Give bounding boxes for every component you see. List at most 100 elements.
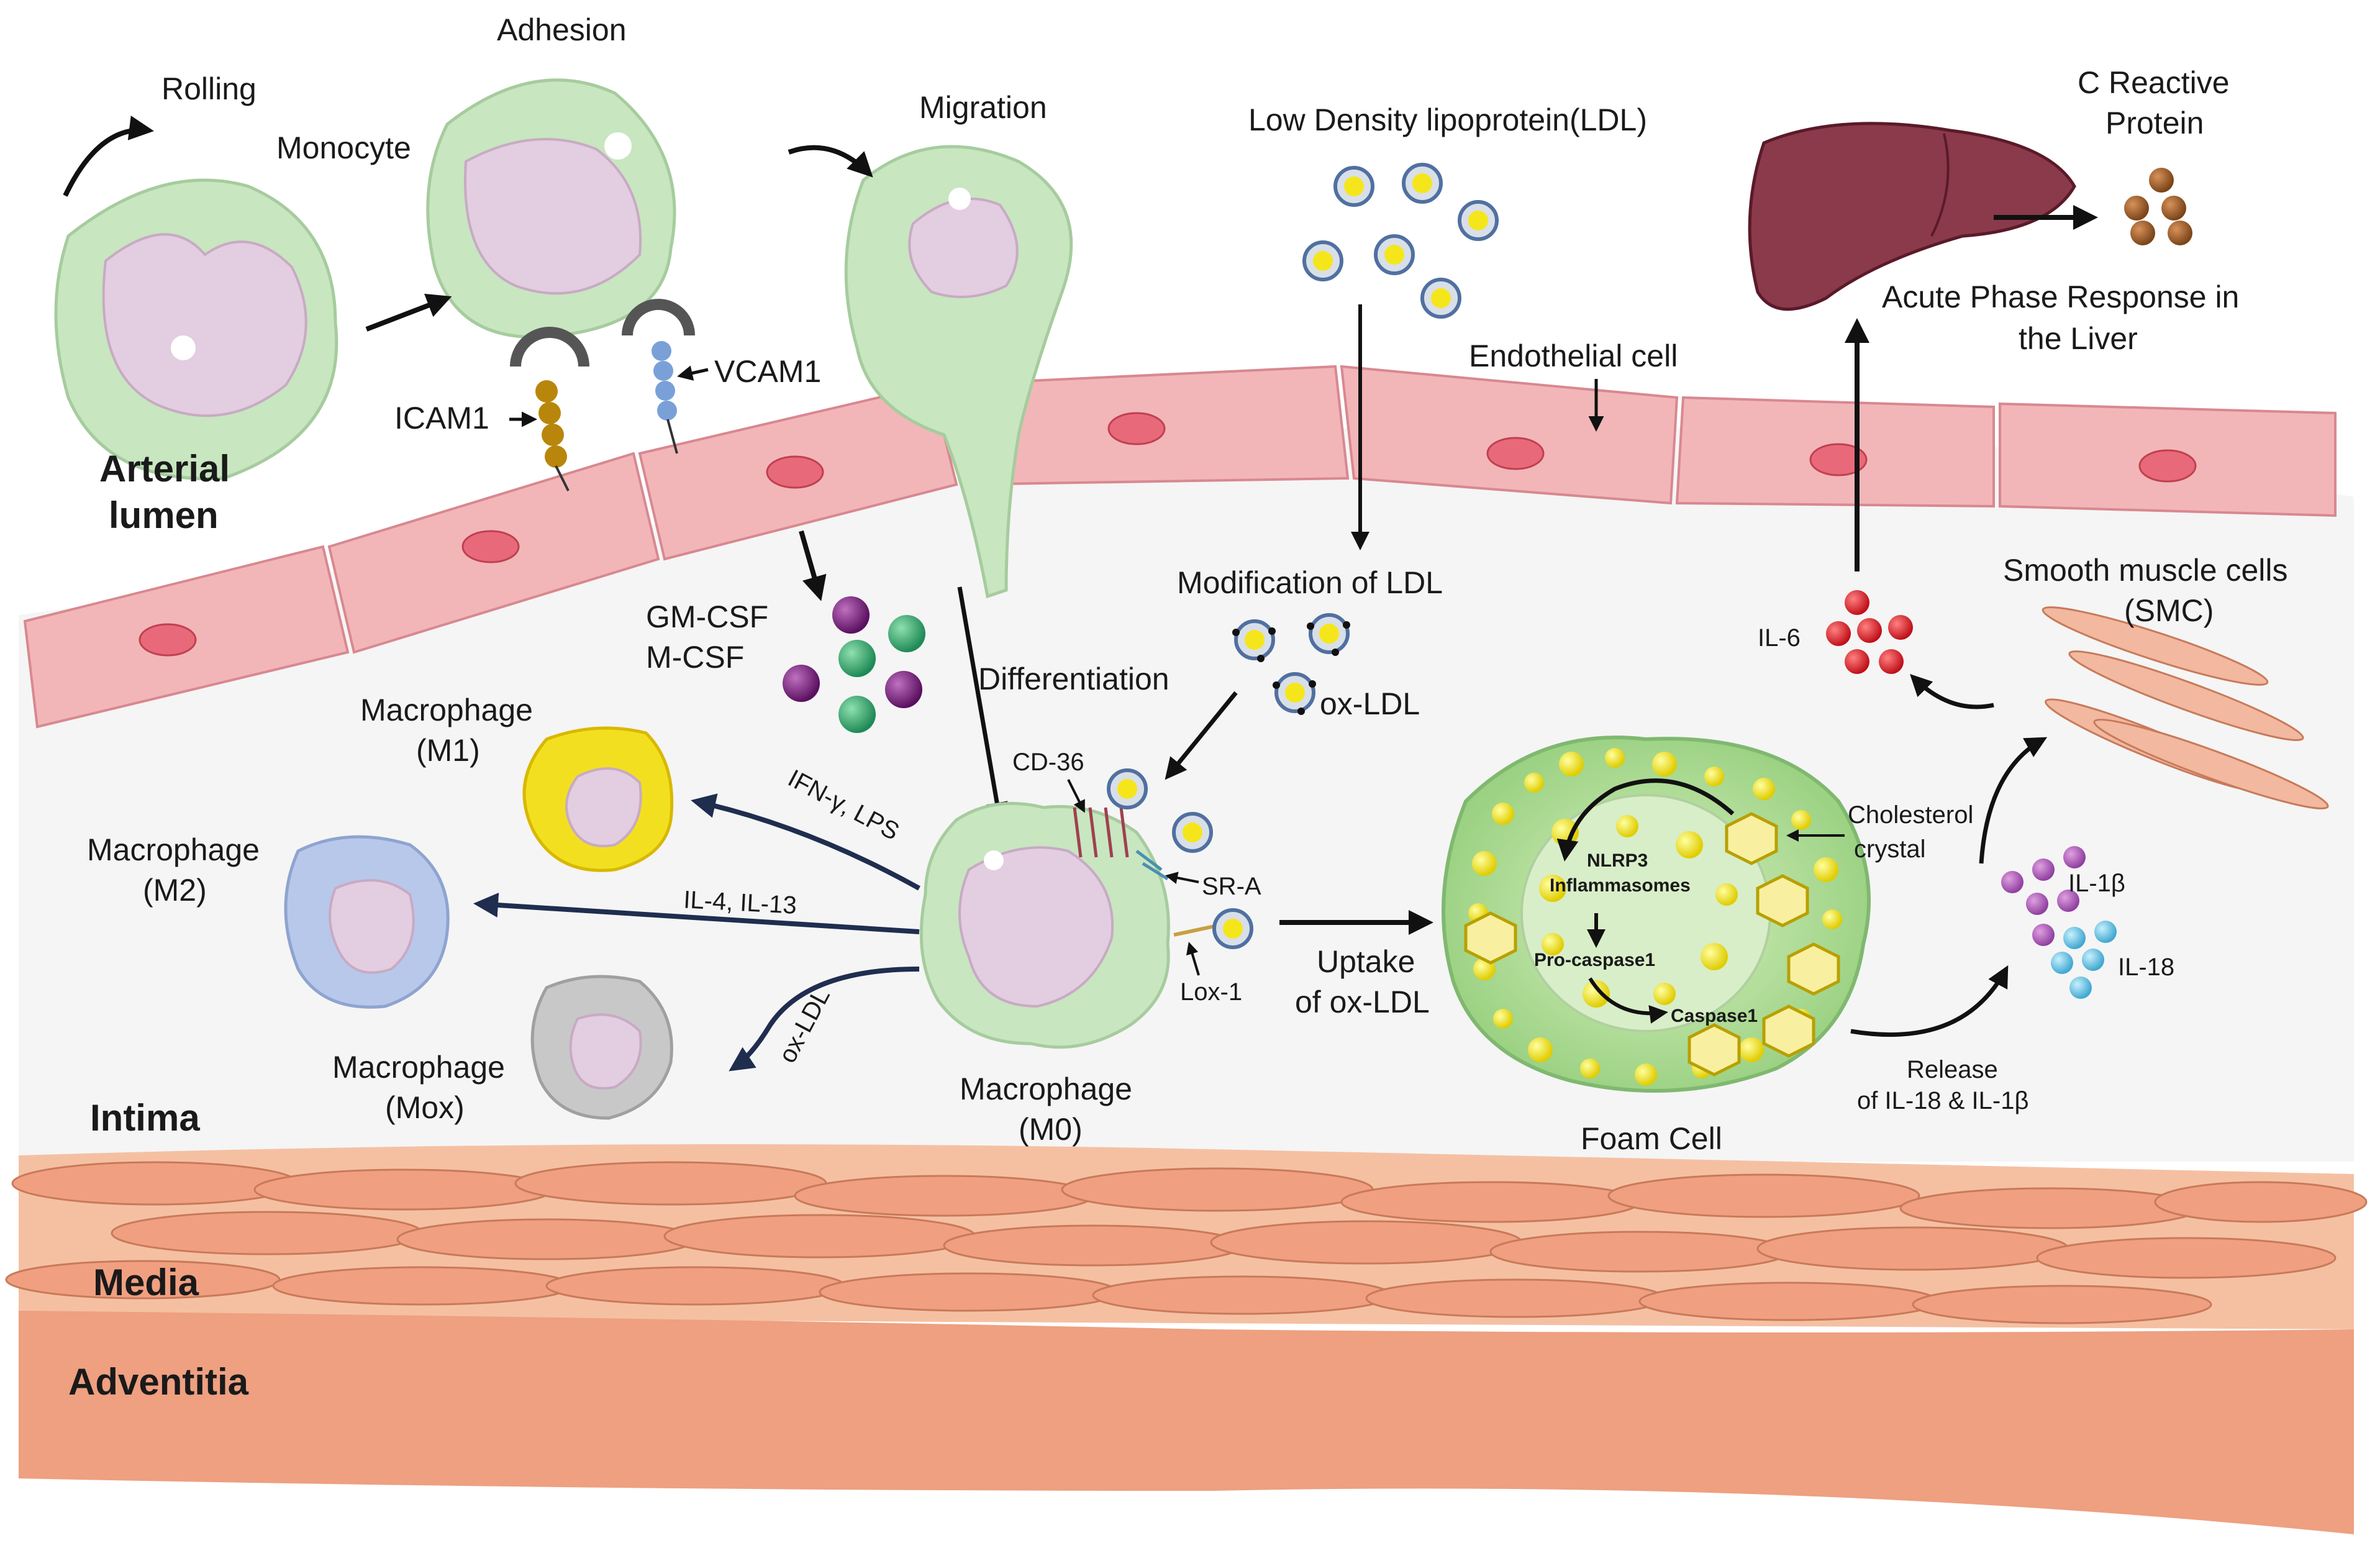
sra-receptor [1135,850,1169,881]
differentiation-arrow [957,586,1008,824]
smc-to-il6-arrow [1910,674,1994,709]
il-6-particles [1826,590,1913,674]
uptake-label-line2: of ox-LDL [1295,985,1430,1019]
il18-label: IL-18 [2118,954,2174,981]
lox1-label: Lox-1 [1180,978,1242,1006]
adhesion-label: Adhesion [497,12,627,47]
cytokines-to-smc-arrow [1979,737,2048,864]
adhesion-monocyte [426,78,676,339]
ldl-particle-icon [1333,166,1374,207]
endothelial-cell-label: Endothelial cell [1469,339,1678,373]
release-label-line1: Release [1907,1056,1998,1083]
il1b-label: IL-1β [2068,870,2125,897]
modification-label: Modification of LDL [1177,565,1443,600]
nlrp3-label-line2: Inflammasomes [1550,875,1691,896]
ldl-particle-icon [1402,163,1443,204]
m0-to-m1-arrow [691,793,920,891]
il4-il13-label: IL-4, IL-13 [683,886,797,919]
lox1-receptor [1173,924,1218,937]
sra-pointer [1165,872,1199,884]
il-1b-particles [2001,846,2086,946]
migrating-monocyte [844,145,1073,599]
caspase-label: Caspase1 [1671,1006,1758,1026]
vcam1-label: VCAM1 [714,354,821,389]
crp-label-line1: C Reactive [2078,65,2230,100]
ox-ldl-label: ox-LDL [1320,686,1420,721]
arterial-lumen-label-line1: Arterial [99,448,230,489]
ldl-particle-icon [1458,200,1499,241]
ldl-particles [1302,163,1499,319]
m0-to-m2-arrow [473,893,920,934]
rolling-to-adhesion-arrow [365,293,452,332]
nlrp3-cycle-arrow [1556,778,1735,862]
adventitia-layer [19,1311,2354,1534]
liver-icon [1748,122,2076,311]
ldl-particle-icon [1302,240,1343,281]
il6-label: IL-6 [1758,624,1801,652]
vcam1-receptor [622,299,695,454]
macrophage-m1 [522,726,674,872]
arterial-lumen-label-line2: lumen [109,494,219,536]
macrophage-m2-label-line2: (M2) [143,873,207,908]
macrophage-mox-label-line2: (Mox) [385,1090,465,1125]
cholesterol-crystal-icon [1464,812,1840,1077]
endothelial-cell [1340,365,1679,505]
receptor-bound-ox-ldl [1107,768,1253,949]
ldl-label: Low Density lipoprotein(LDL) [1248,102,1647,137]
cd36-pointer [1067,779,1085,813]
endothelium-to-csf-arrow [799,530,827,601]
rolling-arrow [63,116,154,197]
macrophage-m2 [284,835,450,1009]
gm-csf-m-csf-particles [783,596,925,733]
cd36-receptor [1073,807,1129,858]
il-18-particles [2051,921,2117,999]
cd36-label: CD-36 [1012,749,1084,776]
crp-particles [2124,168,2192,245]
macrophage-m0-label-line2: (M0) [1019,1112,1083,1147]
differentiation-label: Differentiation [978,662,1170,696]
macrophage-mox-label-line1: Macrophage [332,1050,505,1085]
icam1-label: ICAM1 [394,401,489,435]
sra-label: SR-A [1202,873,1261,900]
m-csf-label: M-CSF [646,640,744,675]
macrophage-m2-label-line1: Macrophage [87,832,260,867]
macrophage-m0 [919,801,1170,1049]
media-smooth-muscle-cells [5,1161,2368,1324]
cholesterol-label-line2: crystal [1854,835,1926,863]
intimal-smooth-muscle-cells [2042,606,2329,809]
cholesterol-label-line1: Cholesterol [1848,801,1973,829]
smc-label-line2: (SMC) [2124,593,2214,628]
m0-to-mox-arrow [729,967,920,1072]
macrophage-m0-label-line1: Macrophage [960,1072,1132,1106]
ldl-particle-icon [1374,234,1415,275]
endothelial-nuclei [139,412,2197,657]
acute-phase-label-line1: Acute Phase Response in [1882,280,2239,314]
nlrp3-label-line1: NLRP3 [1587,850,1648,871]
intima-label: Intima [90,1097,200,1139]
foam-cell-label: Foam Cell [1581,1121,1722,1156]
vcam1-pointer [677,365,709,381]
lox1-pointer [1186,942,1200,976]
release-arrow [1850,965,2009,1037]
migration-label: Migration [919,90,1047,125]
adventitia-label: Adventitia [68,1361,249,1403]
ox-ldl-to-receptors-arrow [1165,691,1238,780]
adhesion-to-migration-arrow [788,145,873,178]
monocyte-label: Monocyte [276,130,411,165]
macrophage-m1-label-line2: (M1) [416,733,480,768]
ox-ldl-particles [1232,613,1350,715]
macrophage-mox [530,975,673,1120]
gm-csf-label: GM-CSF [646,599,768,634]
media-label: Media [93,1262,199,1303]
diagram-labels: Rolling Adhesion Monocyte Migration Low … [68,12,2288,1403]
procaspase-label: Pro-caspase1 [1534,950,1655,970]
icam1-receptor [510,327,589,491]
release-label-line2: of IL-18 & IL-1β [1857,1087,2028,1114]
smc-label-line1: Smooth muscle cells [2003,553,2288,588]
uptake-label-line1: Uptake [1317,944,1415,979]
crp-label-line2: Protein [2105,106,2204,140]
acute-phase-label-line2: the Liver [2019,321,2138,356]
procaspase-to-caspase-arrow [1588,977,1668,1024]
macrophage-m1-label-line1: Macrophage [360,693,533,727]
